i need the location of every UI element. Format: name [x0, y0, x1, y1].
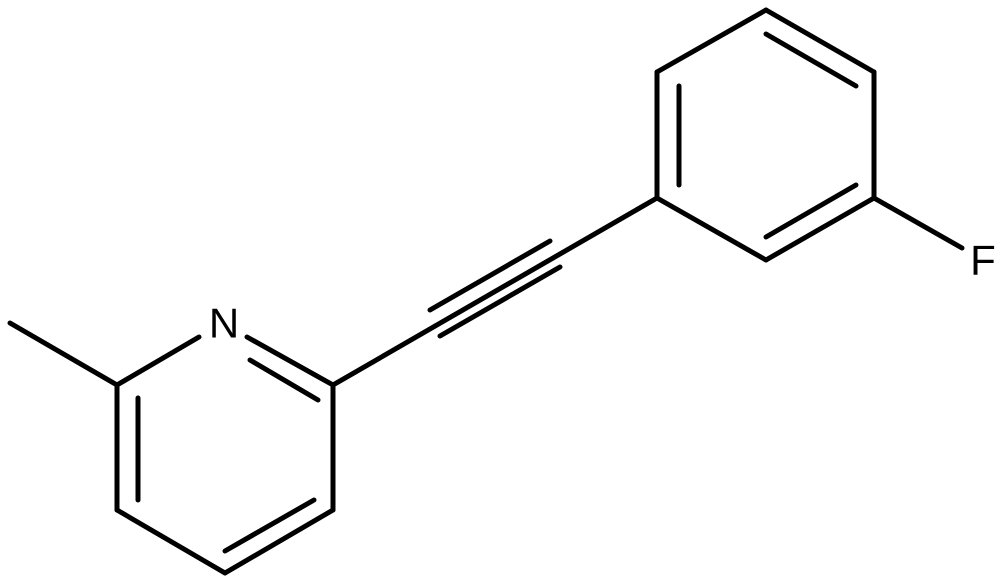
- phenyl-bond-2: [763, 195, 877, 263]
- phenyl-bond-5: [654, 7, 769, 75]
- ring-bond-n1-c2: [244, 334, 336, 388]
- fluorine-atom-label: F: [970, 237, 996, 284]
- phenyl-bond-4: [763, 7, 877, 75]
- ring-bond-c4-c5: [114, 507, 228, 576]
- ring-bond-c3-c4-inner: [222, 497, 317, 554]
- alkyne-bond-3: [437, 264, 563, 339]
- methyl-bond: [7, 320, 120, 388]
- phenyl-bond-4-inner: [763, 31, 859, 89]
- fluorine-bond: [871, 195, 965, 251]
- phenyl-bond-1: [654, 195, 769, 263]
- phenyl-bond-2-inner: [763, 182, 859, 240]
- ring-bond-c3-c4: [222, 507, 336, 576]
- nitrogen-atom-label: N: [209, 300, 239, 347]
- alkyne-bond-1: [330, 195, 660, 388]
- alkyne-bond-2: [427, 238, 553, 313]
- ring-bond-c6-n1: [114, 334, 202, 388]
- ring-bond-n1-c2-inner: [247, 357, 321, 403]
